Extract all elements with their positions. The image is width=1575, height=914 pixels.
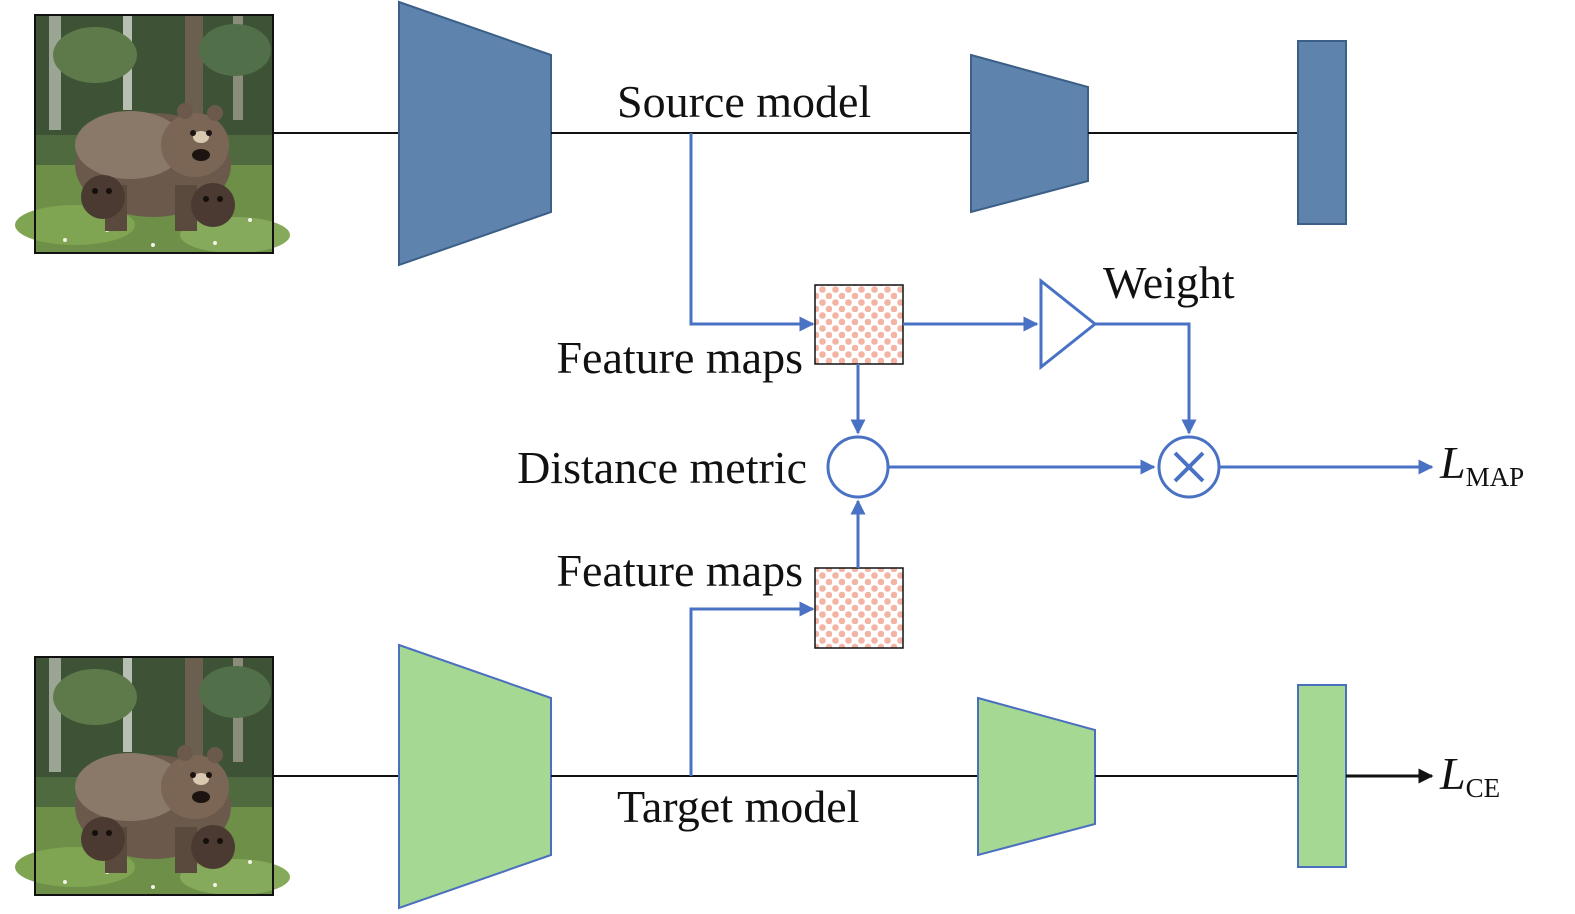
multiply-node xyxy=(1157,435,1221,499)
distance-metric-node xyxy=(826,435,890,499)
feature-maps-top-label: Feature maps xyxy=(556,332,803,383)
map-loss-label: LMAP xyxy=(1439,437,1524,492)
weight-to-multiply-arrow xyxy=(1095,322,1197,435)
source-middle-block xyxy=(970,53,1089,214)
target-input-image xyxy=(15,656,290,896)
feature-maps-bottom-label: Feature maps xyxy=(556,545,803,596)
weight-label: Weight xyxy=(1103,257,1235,308)
target-model-label: Target model xyxy=(617,781,859,832)
distance-metric-label: Distance metric xyxy=(517,442,807,493)
source-feature-tap-arrow xyxy=(689,133,815,332)
feature-map-source xyxy=(814,284,904,365)
ce-loss-label: LCE xyxy=(1439,748,1500,803)
source-classifier xyxy=(1297,40,1347,225)
target-encoder xyxy=(398,643,552,910)
source-encoder xyxy=(398,0,552,267)
target-middle-block xyxy=(977,696,1096,857)
target-classifier xyxy=(1297,684,1347,868)
weight-triangle xyxy=(1039,277,1098,371)
feature-map-target xyxy=(814,567,904,649)
target-feature-tap-arrow xyxy=(689,601,815,776)
source-model-label: Source model xyxy=(617,76,871,127)
source-input-image xyxy=(15,14,290,254)
